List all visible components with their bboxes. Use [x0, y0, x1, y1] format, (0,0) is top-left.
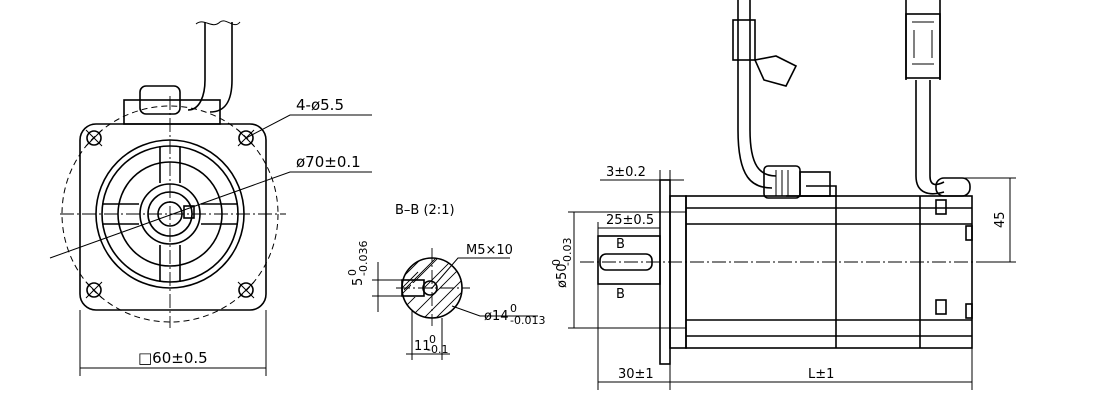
side-encoder-cable	[905, 0, 971, 197]
section-view: B–B (2:1) M5×10 5 0 -0.036 ø14 0 -0.013 …	[346, 203, 545, 360]
dim-key-main: 5	[351, 278, 366, 286]
dim-spigot-main: ø50	[555, 264, 570, 289]
dim-shaft-length: 30±1	[618, 367, 654, 382]
dim-body-length: L±1	[808, 367, 834, 382]
dim-flange: □60±0.5	[138, 349, 208, 367]
dim-key-depth-tol: -0.1	[427, 343, 448, 356]
side-spigot	[669, 195, 687, 349]
side-bolt-bottom	[935, 299, 947, 315]
length-dim-lines	[597, 284, 973, 390]
side-rear-cap-top	[965, 225, 973, 241]
dim-flange-thickness: 3±0.2	[606, 165, 646, 180]
flange-thickness-dim-lines	[600, 170, 684, 181]
dim-height: 45	[993, 211, 1008, 228]
side-body-joints	[835, 196, 921, 348]
dim-pcd: ø70±0.1	[296, 153, 361, 171]
dim-thread: M5×10	[466, 243, 513, 258]
side-shaft	[597, 235, 661, 285]
section-center-lines	[396, 248, 470, 326]
dim-shaft-main: ø14	[484, 309, 509, 324]
key-length-dim-lines	[597, 222, 660, 236]
section-title: B–B (2:1)	[395, 203, 455, 218]
front-pitch-circle	[61, 105, 279, 323]
section-mark-top: B	[616, 237, 625, 252]
side-rear-cap-bottom	[965, 303, 973, 319]
dim-key-depth-tol-upper: 0	[429, 333, 436, 346]
front-mounting-holes	[85, 129, 255, 299]
dim-key-depth-main: 11	[414, 339, 431, 354]
holes-leader	[245, 114, 372, 139]
shaft-leader	[451, 305, 538, 317]
flange-width-dim-lines	[79, 310, 267, 376]
height-dim-lines	[960, 177, 1016, 263]
key-depth-dim-lines	[406, 310, 450, 360]
key-width-dim-lines	[372, 262, 402, 312]
dim-spigot-tol: -0.03	[561, 238, 574, 266]
front-key	[183, 205, 195, 219]
side-bolt-top	[935, 199, 947, 215]
dim-key-length: 25±0.5	[606, 213, 654, 228]
dim-spigot-tol-upper: 0	[550, 259, 563, 266]
dim-holes: 4-ø5.5	[296, 96, 344, 114]
section-mark-lines	[610, 235, 630, 285]
side-power-cable	[732, 0, 837, 199]
dim-shaft-tol: -0.013	[510, 314, 545, 327]
side-body	[685, 195, 973, 349]
front-ribs	[102, 146, 238, 282]
dim-shaft-tol-upper: 0	[510, 302, 517, 315]
front-view: 4-ø5.5 ø70±0.1 □60±0.5	[49, 20, 372, 376]
side-view: B B 3±0.2 25±0.5 ø50 0 -0.03 45 30±1 L±1	[550, 0, 1016, 390]
spigot-dim-lines	[568, 211, 686, 329]
dim-key-tol-upper: 0	[346, 269, 359, 276]
side-flange-plate	[659, 179, 671, 365]
thread-leader	[431, 257, 510, 289]
side-body-grooves	[686, 207, 972, 337]
pcd-leader	[49, 171, 372, 259]
section-mark-bottom: B	[616, 287, 625, 302]
dim-key-tol: -0.036	[357, 241, 370, 276]
front-connector	[123, 20, 241, 125]
